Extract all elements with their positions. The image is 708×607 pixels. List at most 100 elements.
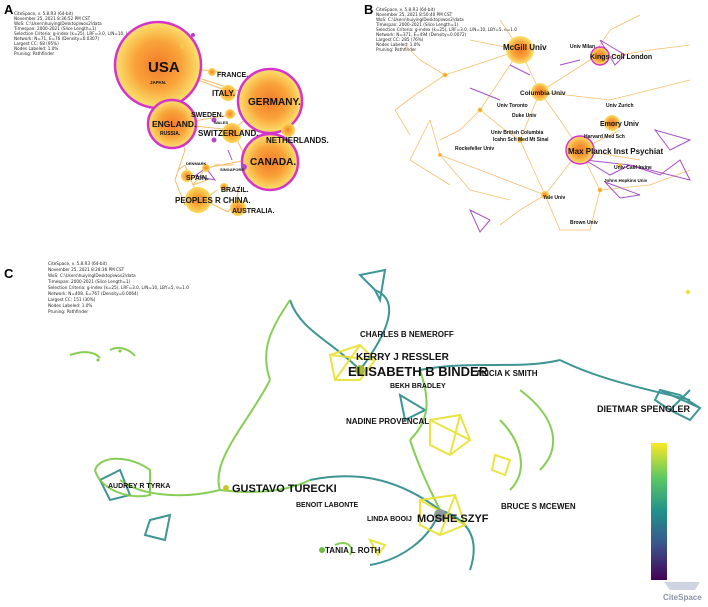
node-label: KERRY J RESSLER [356, 352, 450, 363]
panel-b-labels: McGill Univ Univ Milan Kings Coll London… [455, 43, 663, 226]
panel-a-nodes [113, 20, 304, 216]
institution-node [477, 107, 483, 113]
author-node [118, 349, 122, 353]
panel-c-meta: CiteSpace, v. 5.8.R3 (64-bit) November 2… [47, 261, 189, 314]
institution-node [590, 46, 610, 66]
meta-line: Largest CC: 68 (95%) [14, 41, 59, 46]
node-label: Univ British Columbia [491, 130, 543, 136]
country-node [220, 85, 236, 101]
node-label: SINGAPORE [220, 167, 244, 172]
meta-line: Network: N=71, E=76 (Density=0.0307) [14, 36, 99, 41]
node-label: AUDREY R TYRKA [108, 483, 171, 490]
node-label: Kings Coll London [590, 54, 652, 61]
node-label: Yale Univ [543, 195, 565, 201]
node-label: NADINE PROVENCAL [346, 417, 429, 426]
meta-line: Pruning: Pathfinder [376, 47, 416, 52]
country-node [230, 200, 246, 216]
author-node [96, 358, 100, 362]
country-node [146, 98, 198, 150]
meta-line: November 25, 2021 8:50:40 PM CST [376, 12, 453, 17]
meta-line: Network: N=408, E=767 (Density=0.0064) [48, 291, 139, 296]
panel-b-meta: CiteSpace, v. 5.8.R3 (64-bit) November 2… [375, 7, 517, 52]
node-label: ELISABETH B BINDER [348, 364, 489, 379]
node-label: RUSSIA. [160, 131, 181, 137]
node-label: Johns Hopkins Univ [604, 178, 648, 183]
country-node [202, 164, 210, 172]
author-node [355, 365, 365, 375]
institution-node [506, 36, 534, 64]
meta-line: WoS: C:\Users\huiyinglDesktop\wos2\data [14, 21, 102, 26]
panel-c-letter: C [4, 266, 14, 281]
node-label: MOSHE SZYF [417, 513, 489, 525]
institution-node [618, 163, 622, 167]
country-node [180, 43, 186, 49]
node-label: Univ Calif Irvine [614, 165, 652, 171]
citespace-logo: CiteSpace [663, 582, 702, 602]
node-label: BRUCE S MCEWEN [501, 502, 576, 511]
panel-a-labels: USA JAPAN. FRANCE. ITALY. GERMANY. ENGLA… [148, 59, 329, 215]
country-node [281, 123, 295, 137]
meta-line: November 25, 2021 8:28:36 PM CST [48, 267, 125, 272]
meta-line: Timespan: 2000-2021 (Slice Length=1) [13, 26, 97, 31]
panel-b-letter: B [364, 2, 373, 17]
node-label: JAPAN. [150, 80, 166, 85]
node-label: GERMANY. [248, 97, 301, 108]
panel-c-nodes [96, 290, 690, 553]
meta-line: WoS: C:\Users\huiyinglDesktop\wos2\data [376, 17, 464, 22]
node-label: SWEDEN. [191, 112, 224, 119]
author-node [434, 509, 446, 521]
institution-node [442, 72, 448, 78]
country-node [211, 117, 217, 123]
panel-c-edges-yellow [328, 343, 512, 557]
panel-c-edges-teal [98, 268, 702, 571]
node-label: CANADA. [250, 157, 296, 168]
meta-line: CiteSpace, v. 5.8.R3 (64-bit) [48, 261, 107, 266]
meta-line: WoS: C:\Users\huiyinglDesktop\wos2\data [48, 273, 136, 278]
meta-line: Largest CC: 285 (76%) [376, 37, 424, 42]
node-label: BENOIT LABONTE [296, 502, 359, 509]
node-label: TANIA L ROTH [325, 546, 381, 555]
meta-line: CiteSpace, v. 5.8.R3 (64-bit) [376, 7, 435, 12]
node-label: BRAZIL. [221, 187, 249, 194]
meta-line: CiteSpace, v. 5.8.R3 (64-bit) [14, 11, 73, 16]
meta-line: Pruning: Pathfinder [14, 51, 54, 56]
node-label: GUSTAVO TURECKI [232, 483, 337, 495]
node-label: Univ Toronto [497, 103, 528, 109]
meta-line: Nodes Labeled: 1.0% [376, 42, 420, 47]
node-label: Duke Univ [512, 113, 537, 119]
institution-node [604, 115, 620, 131]
institution-node [531, 83, 549, 101]
node-label: ENGLAND. [152, 119, 196, 129]
panel-a-meta: CiteSpace, v. 5.8.R3 (64-bit) November 2… [13, 11, 155, 56]
node-label: DENMARK [186, 161, 207, 166]
country-node [185, 187, 211, 213]
node-label: Icahn Sch Med Mt Sinai [493, 137, 549, 143]
node-label: AUSTRALIA. [232, 208, 274, 215]
panel-b-edges [394, 14, 691, 231]
meta-line: Network: N=371, E=494 (Density=0.0072) [376, 32, 467, 37]
institution-node [597, 187, 603, 193]
node-label: DIETMAR SPENGLER [597, 404, 691, 414]
meta-line: Nodes Labeled: 1.0% [14, 46, 58, 51]
meta-line: Nodes Labeled: 1.0% [48, 303, 92, 308]
meta-line: Selection Criteria: g-index (k=25), LRF=… [14, 31, 155, 36]
meta-line: Timespan: 2000-2021 (Slice Length=1) [375, 22, 459, 27]
panel-c: C CiteSpace, v. 5.8.R3 (64-bit) November… [4, 261, 702, 602]
country-node [225, 109, 235, 119]
node-label: Harvard Med Sch [584, 134, 625, 140]
node-label: Rockefeller Univ [455, 146, 494, 152]
node-label: Columbia Univ [520, 90, 566, 97]
country-node [191, 33, 195, 37]
country-node [222, 123, 242, 143]
node-label: Max Planck Inst Psychiat [568, 147, 663, 156]
brand-text: CiteSpace [663, 593, 702, 602]
institution-node [438, 153, 442, 157]
node-label: Emory Univ [600, 121, 639, 128]
institution-node [517, 137, 523, 143]
country-node [208, 68, 216, 76]
node-label: WALES [214, 120, 229, 125]
node-label: ITALY. [212, 89, 235, 98]
node-label: PEOPLES R CHINA. [175, 196, 251, 205]
meta-line: Selection Criteria: g-index (k=25), LRF=… [376, 27, 517, 32]
